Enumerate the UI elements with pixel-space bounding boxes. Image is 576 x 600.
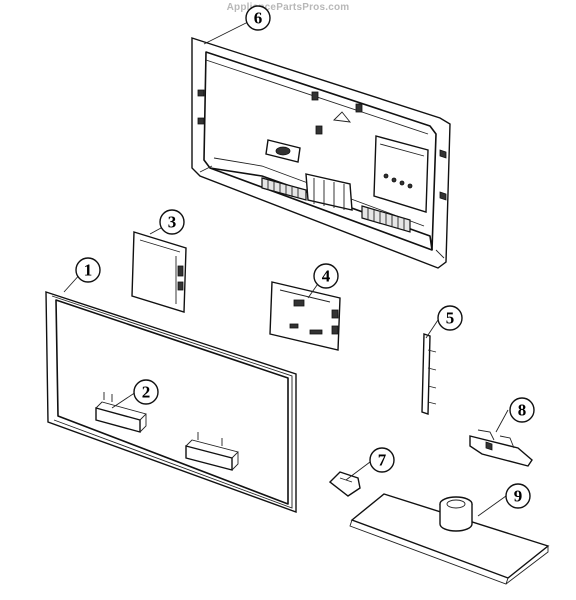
callout-6: 6	[245, 5, 271, 31]
callout-5: 5	[437, 305, 463, 331]
callout-8: 8	[509, 397, 535, 423]
part-front-bezel	[45, 291, 297, 513]
callout-number: 7	[378, 451, 387, 470]
callout-number: 8	[518, 401, 527, 420]
callout-number: 2	[142, 383, 151, 402]
callout-3: 3	[159, 209, 185, 235]
part-speakers	[95, 392, 239, 471]
part-rear-cover	[191, 37, 451, 269]
callout-2: 2	[133, 379, 159, 405]
part-stand-neck-cover	[469, 429, 533, 467]
part-stand-base	[349, 493, 550, 585]
part-main-board	[269, 281, 341, 351]
watermark: AppliancePartsPros.com	[226, 2, 350, 13]
callout-number: 9	[514, 487, 523, 506]
callout-9: 9	[505, 483, 531, 509]
part-side-bracket	[421, 333, 437, 415]
callout-number: 1	[84, 261, 93, 280]
callout-1: 1	[75, 257, 101, 283]
part-ir-sensor	[328, 471, 361, 497]
callout-4: 4	[313, 263, 339, 289]
callout-number: 6	[254, 9, 263, 28]
callout-number: 3	[168, 213, 177, 232]
callout-7: 7	[369, 447, 395, 473]
callout-number: 5	[446, 309, 455, 328]
callout-number: 4	[322, 267, 331, 286]
part-power-board	[131, 231, 187, 313]
